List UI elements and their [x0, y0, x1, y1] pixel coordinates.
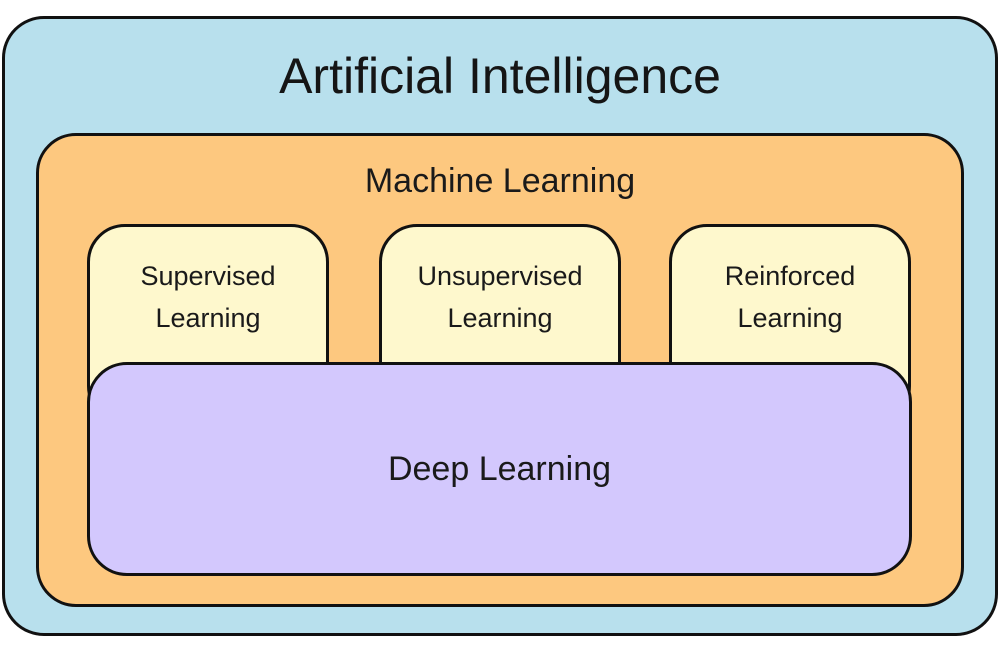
- unsupervised-learning-label-line2: Learning: [447, 303, 553, 333]
- reinforced-learning-label-line1: Reinforced: [724, 261, 856, 291]
- machine-learning-label: Machine Learning: [364, 162, 636, 200]
- deep-learning-label: Deep Learning: [387, 450, 612, 488]
- reinforced-learning-label-line2: Learning: [737, 303, 843, 333]
- supervised-learning-label-line1: Supervised: [140, 261, 276, 291]
- supervised-learning-label-line2: Learning: [155, 303, 261, 333]
- deep-learning-box: Deep Learning: [87, 362, 912, 576]
- unsupervised-learning-label-line1: Unsupervised: [417, 261, 583, 291]
- artificial-intelligence-label: Artificial Intelligence: [279, 48, 721, 104]
